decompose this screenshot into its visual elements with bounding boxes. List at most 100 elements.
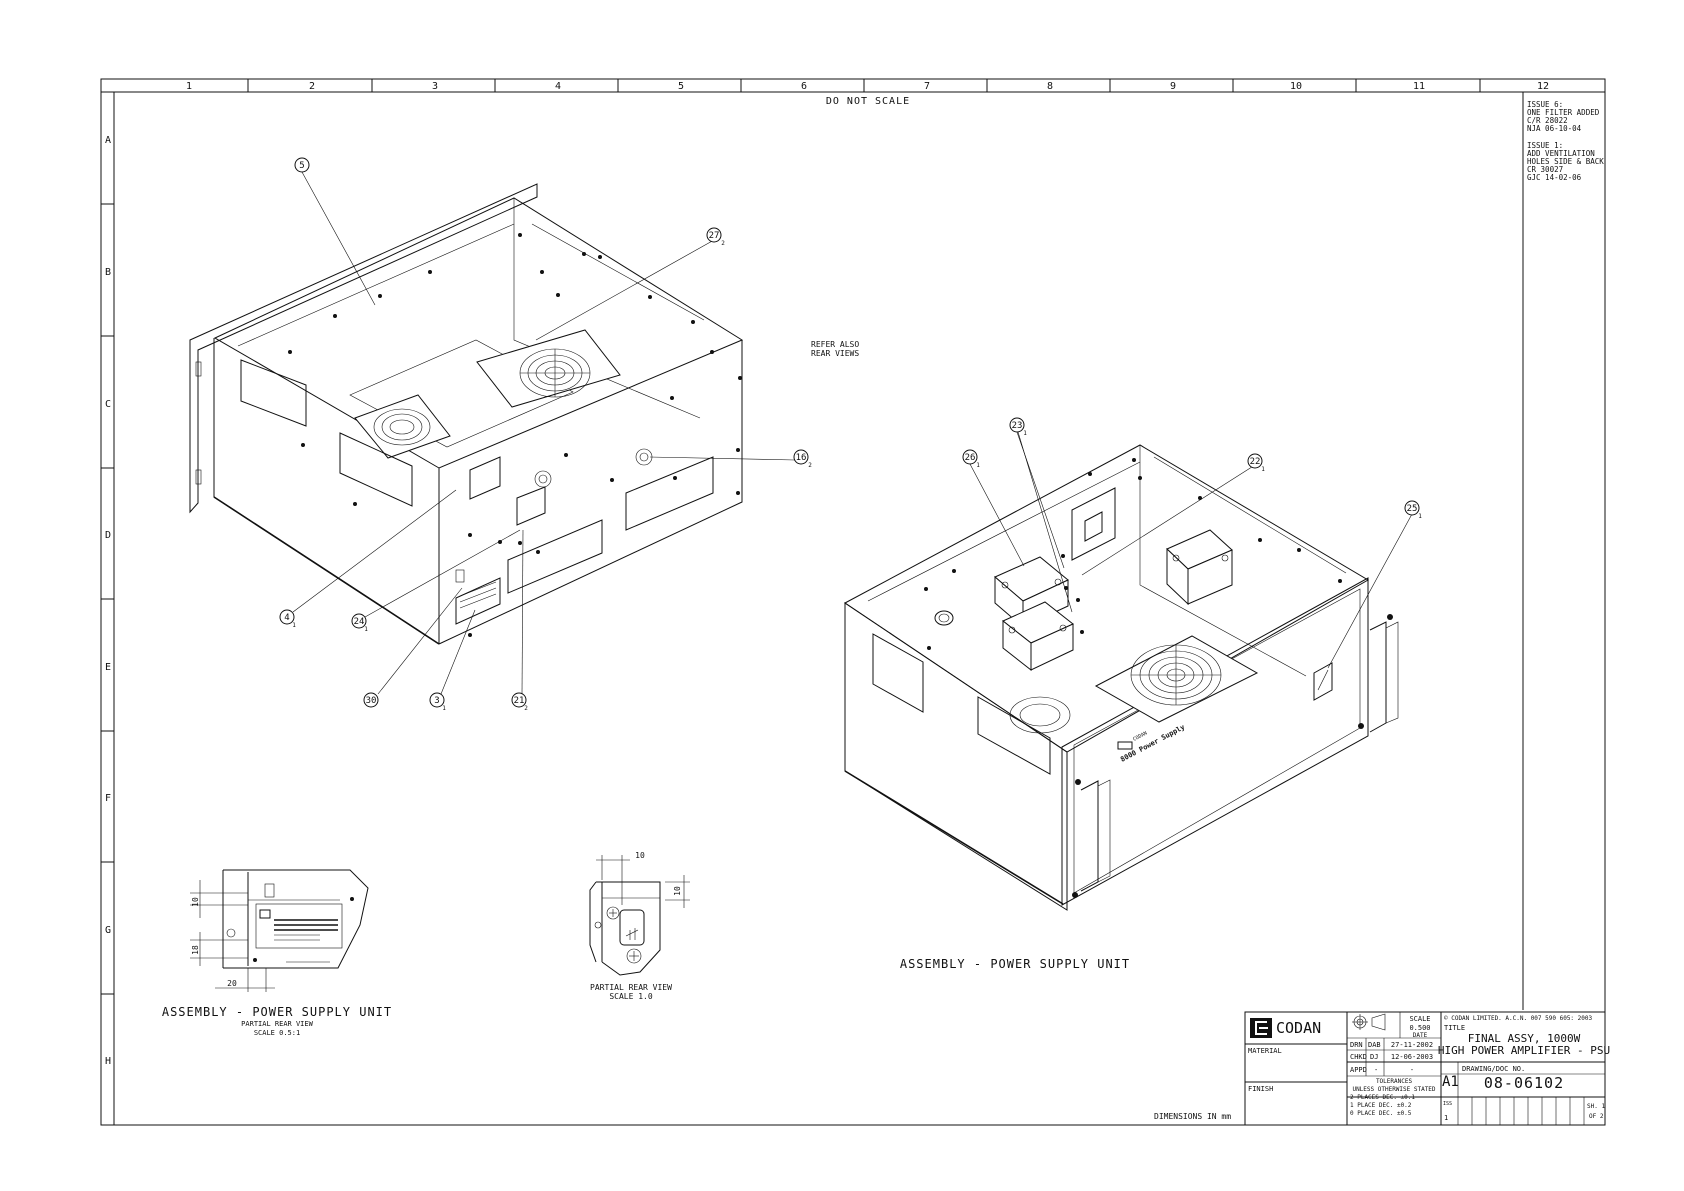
- balloon-number: 21: [514, 696, 525, 706]
- column-labels: 1 2 3 4 5 6 7 8 9 10 11 12: [186, 81, 1549, 92]
- balloon-qty: 2: [524, 705, 528, 712]
- right-view-balloons: 23 1 26 1 22 1 25 1: [962, 417, 1422, 520]
- balloon-number: 25: [1407, 504, 1418, 514]
- drawing-doc-label: DRAWING/DOC NO.: [1462, 1065, 1525, 1073]
- revision-line: ISSUE 6:: [1527, 100, 1563, 109]
- detail-left-scale: SCALE 0.5:1: [254, 1029, 300, 1037]
- tolerances-line: 1 PLACE DEC. ±0.2: [1350, 1102, 1412, 1109]
- drn-value: DAB: [1368, 1041, 1381, 1049]
- fan-grille-icon: [519, 348, 591, 398]
- column-label: 10: [1290, 81, 1302, 92]
- detail-left-subtitle: PARTIAL REAR VIEW: [241, 1020, 313, 1028]
- balloon-number: 3: [434, 696, 439, 706]
- detail-left-title: ASSEMBLY - POWER SUPPLY UNIT: [162, 1005, 392, 1019]
- left-isometric-view: [189, 171, 796, 695]
- revision-line: CR 30027: [1527, 165, 1563, 174]
- tolerances-line: 0 PLACE DEC. ±0.5: [1350, 1110, 1412, 1117]
- sheet-of: OF 2: [1589, 1113, 1604, 1120]
- company-name: CODAN: [1276, 1019, 1321, 1037]
- balloon-qty: 2: [721, 240, 725, 247]
- detail-left-dims: 10 18 20: [191, 897, 237, 988]
- detail-mid-title: PARTIAL REAR VIEW: [590, 983, 672, 992]
- detail-mid-scale: SCALE 1.0: [609, 992, 653, 1001]
- column-label: 11: [1413, 81, 1425, 92]
- row-labels: A B C D E F G H: [105, 135, 111, 1067]
- dimension-label: 10: [673, 886, 682, 896]
- row-label: D: [105, 530, 111, 541]
- row-dividers: [101, 203, 114, 995]
- column-label: 5: [678, 81, 684, 92]
- drawing-title-line2: HIGH POWER AMPLIFIER - PSU: [1438, 1044, 1610, 1057]
- column-label: 7: [924, 81, 930, 92]
- revision-line: ONE FILTER ADDED: [1527, 108, 1600, 117]
- balloon-number: 16: [796, 453, 807, 463]
- chkd-date: 12-06-2003: [1391, 1053, 1433, 1061]
- screw-dots: [924, 458, 1393, 898]
- row-label: H: [105, 1056, 111, 1067]
- emi-filter: [1166, 529, 1233, 606]
- appd-label: APPD: [1350, 1066, 1367, 1074]
- screw-dots: [288, 233, 742, 637]
- row-label: C: [105, 399, 111, 410]
- column-label: 12: [1537, 81, 1549, 92]
- codan-logo-icon: [1250, 1018, 1272, 1038]
- column-label: 8: [1047, 81, 1053, 92]
- balloon-qty: 1: [1023, 430, 1027, 437]
- power-switch-icon: [1313, 662, 1333, 701]
- title-label: TITLE: [1444, 1024, 1465, 1032]
- detail-rear-view-left: [190, 869, 369, 992]
- scale-value: 0.500: [1409, 1024, 1430, 1032]
- left-view-balloons: 5 27 2 16 2 4 1 24 1 30 3 1 21 2: [279, 157, 812, 712]
- title-block: [1244, 1011, 1606, 1126]
- copyright-notice: © CODAN LIMITED. A.C.N. 007 590 605: 200…: [1444, 1015, 1592, 1022]
- revision-line: GJC 14-02-06: [1527, 173, 1582, 182]
- balloon-number: 26: [965, 453, 976, 463]
- codan-logo-icon: [1117, 741, 1133, 750]
- leader-lines: [292, 171, 796, 695]
- front-handle-left: [1080, 779, 1111, 892]
- refer-note-line: REAR VIEWS: [811, 349, 859, 358]
- dimension-label: 18: [191, 945, 200, 955]
- issue-value: 1: [1444, 1114, 1448, 1122]
- sheet-number: SH. 1: [1587, 1103, 1605, 1110]
- dimension-label: 20: [227, 979, 237, 988]
- third-angle-projection-icon: [1352, 1013, 1386, 1031]
- front-handle-right: [1369, 621, 1399, 733]
- revision-line: ADD VENTILATION: [1527, 149, 1595, 158]
- revision-notes: ISSUE 6: ONE FILTER ADDED C/R 28022 NJA …: [1527, 100, 1604, 182]
- refer-note-line: REFER ALSO: [811, 340, 859, 349]
- drn-label: DRN: [1350, 1041, 1363, 1049]
- tolerances-line: UNLESS OTHERWISE STATED: [1352, 1086, 1435, 1093]
- issue-label: ISS: [1443, 1101, 1452, 1107]
- drawing-title-line1: FINAL ASSY, 1000W: [1468, 1032, 1581, 1045]
- row-label: A: [105, 135, 111, 146]
- balloon-qty: 1: [976, 462, 980, 469]
- balloon-number: 4: [284, 613, 289, 623]
- balloon-number: 23: [1012, 421, 1023, 431]
- column-label: 3: [432, 81, 438, 92]
- right-isometric-view: CODAN 8000 Power Supply: [844, 431, 1413, 911]
- panel-brand: CODAN: [1132, 730, 1148, 742]
- drawing-frame: [100, 78, 1606, 1126]
- revision-line: HOLES SIDE & BACK: [1527, 157, 1604, 166]
- revision-line: ISSUE 1:: [1527, 141, 1563, 150]
- drn-date: 27-11-2002: [1391, 1041, 1433, 1049]
- material-label: MATERIAL: [1248, 1047, 1282, 1055]
- column-label: 2: [309, 81, 315, 92]
- balloon-qty: 1: [292, 622, 296, 629]
- tolerances-heading: TOLERANCES: [1376, 1078, 1413, 1085]
- drawing-number: 08-06102: [1484, 1074, 1564, 1092]
- dimension-label: 10: [635, 851, 645, 860]
- balloon-number: 30: [366, 696, 377, 706]
- row-label: B: [105, 267, 111, 278]
- right-view-title: ASSEMBLY - POWER SUPPLY UNIT: [900, 957, 1130, 971]
- balloon-number: 27: [709, 231, 720, 241]
- detail-rear-view-mid: [589, 855, 690, 976]
- chkd-value: DJ: [1370, 1053, 1378, 1061]
- balloon-number: 22: [1250, 457, 1261, 467]
- scale-label: SCALE: [1409, 1015, 1430, 1023]
- column-label: 4: [555, 81, 561, 92]
- column-label: 6: [801, 81, 807, 92]
- row-label: F: [105, 793, 111, 804]
